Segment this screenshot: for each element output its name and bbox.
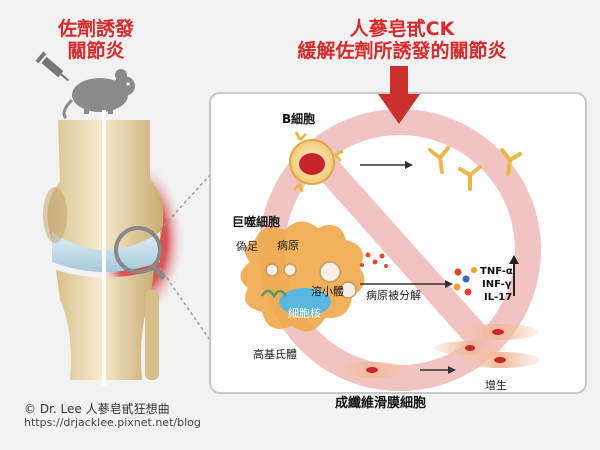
inf-label: INF-γ bbox=[482, 279, 512, 290]
right-title-line2: 緩解佐劑所誘發的關節炎 bbox=[297, 40, 507, 62]
magnifier-icon bbox=[114, 174, 211, 341]
left-title-line1: 佐劑誘發 bbox=[58, 18, 135, 40]
pathogen-label: 病原 bbox=[277, 239, 299, 252]
syringe-icon bbox=[35, 51, 70, 82]
macrophage-label: 巨噬細胞 bbox=[232, 215, 281, 229]
b-cell-label: B細胞 bbox=[282, 112, 316, 126]
pathogens bbox=[360, 252, 388, 268]
pseudopod-label: 偽足 bbox=[236, 240, 258, 253]
tnf-label: TNF-α bbox=[480, 266, 513, 277]
il17-label: IL-17 bbox=[484, 292, 513, 303]
pathogen-decomposed-label: 病原被分解 bbox=[366, 289, 421, 302]
copyright-text: © Dr. Lee 人蔘皂甙狂想曲 bbox=[24, 402, 170, 416]
proliferation-label: 增生 bbox=[485, 379, 507, 392]
right-title: 人蔘皂甙CK 緩解佐劑所誘發的關節炎 bbox=[282, 18, 522, 62]
nucleus-label: 細胞核 bbox=[288, 307, 321, 320]
left-title: 佐劑誘發 關節炎 bbox=[58, 18, 134, 62]
mouse-icon bbox=[62, 69, 135, 120]
golgi-label: 高基氏體 bbox=[253, 348, 297, 361]
blog-url: https://drjacklee.pixnet.net/blog bbox=[24, 416, 201, 429]
up-arrow-icon bbox=[509, 255, 519, 296]
lysosome-label: 溶小體 bbox=[311, 285, 344, 298]
knee-joint-illustration bbox=[43, 110, 185, 385]
left-title-line2: 關節炎 bbox=[67, 40, 125, 62]
cytokines bbox=[453, 267, 477, 296]
fibroblasts bbox=[334, 324, 540, 378]
macrophage bbox=[240, 221, 365, 332]
synovial-cell-label: 成纖維滑膜細胞 bbox=[335, 396, 427, 411]
right-title-line1: 人蔘皂甙CK bbox=[349, 18, 455, 40]
antibodies bbox=[428, 146, 522, 191]
down-arrow-icon bbox=[378, 66, 420, 124]
b-cell bbox=[289, 131, 344, 193]
